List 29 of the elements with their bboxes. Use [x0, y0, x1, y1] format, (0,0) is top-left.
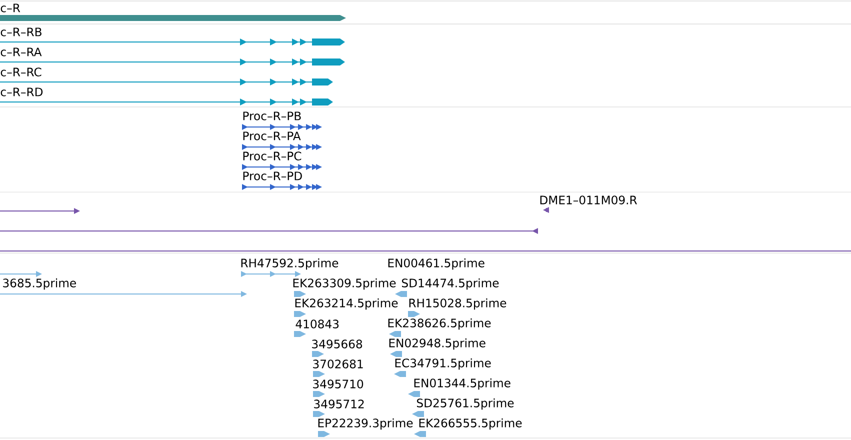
feature-label: Proc–R–PC	[243, 152, 302, 160]
feature-label: Proc–R–PB	[243, 112, 301, 120]
feature-label: c–R–RD	[0, 88, 43, 96]
feature-label: Proc–R–PD	[243, 172, 302, 180]
feature-label: EK263214.5prime	[295, 298, 398, 310]
feature-label: EK263309.5prime	[293, 278, 396, 290]
feature-label: c–R–RB	[0, 28, 42, 36]
feature-label: c–R–RA	[0, 48, 42, 56]
feature-label: 3495668	[312, 340, 362, 348]
feature-label: EK266555.5prime	[419, 418, 522, 430]
feature-label: EK238626.5prime	[388, 318, 491, 330]
feature-label: RH15028.5prime	[409, 298, 506, 310]
feature-label: c–R–RC	[0, 68, 42, 76]
feature-label: EN00461.5prime	[388, 258, 484, 270]
feature-label: RH47592.5prime	[241, 258, 338, 270]
feature-label: c–R	[0, 4, 20, 12]
feature-label: EN01344.5prime	[414, 378, 510, 390]
feature-label: 3495712	[314, 400, 364, 408]
feature-label: 3702681	[313, 360, 363, 368]
feature-label: 410843	[296, 320, 339, 328]
feature-label: Proc–R–PA	[243, 132, 301, 140]
feature-label: EC34791.5prime	[395, 358, 491, 370]
feature-label: EP22239.3prime	[318, 418, 413, 430]
feature-label: SD14474.5prime	[402, 278, 499, 290]
feature-label: DME1–011M09.R	[540, 196, 637, 204]
feature-label: SD25761.5prime	[416, 398, 514, 410]
feature-label: 3495710	[313, 380, 364, 388]
feature-label: EN02948.5prime	[389, 338, 486, 350]
feature-label: 3685.5prime	[3, 278, 76, 290]
